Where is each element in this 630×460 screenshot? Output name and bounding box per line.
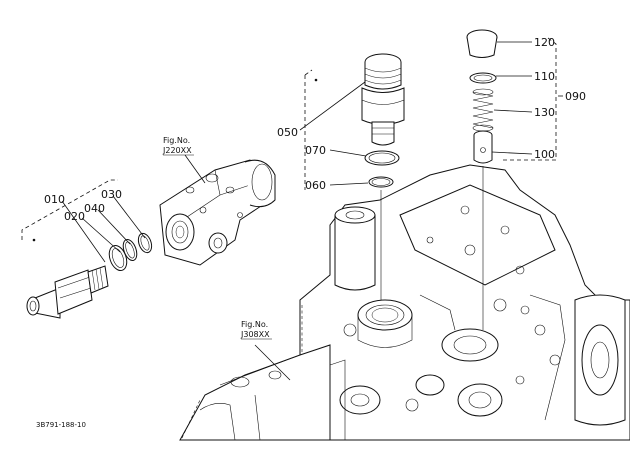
callout-030: 030 xyxy=(101,188,122,201)
valve-block xyxy=(159,159,276,266)
relief-valve-left xyxy=(21,179,153,319)
callout-070: 070 xyxy=(305,144,326,157)
callout-040: 040 xyxy=(84,202,105,215)
fig-ref-j308-line2: J308XX xyxy=(240,330,270,339)
relief-valve-right xyxy=(304,53,405,300)
callout-020: 020 xyxy=(64,210,85,223)
callout-120: 120 xyxy=(534,36,555,49)
fig-ref-j308-line1: Fig.No. xyxy=(241,320,268,329)
transmission-casting xyxy=(179,344,331,441)
fig-reference-j308: Fig.No. J308XX xyxy=(240,320,272,340)
leader-lines xyxy=(61,41,563,381)
fig-reference-j220: Fig.No. J220XX xyxy=(162,136,194,156)
check-valve-group xyxy=(466,29,557,330)
drawing-code: 3B791-188-10 xyxy=(36,421,86,429)
fig-ref-j220-line1: Fig.No. xyxy=(163,136,190,145)
callout-100: 100 xyxy=(534,148,555,161)
callout-060: 060 xyxy=(305,179,326,192)
callout-130: 130 xyxy=(534,106,555,119)
callout-090: 090 xyxy=(565,90,586,103)
fig-ref-j220-line2: J220XX xyxy=(162,146,192,155)
callout-010: 010 xyxy=(44,193,65,206)
callouts: 010 020 040 030 050 070 060 120 110 090 … xyxy=(44,36,586,223)
callout-050: 050 xyxy=(277,126,298,139)
hydraulic-housing xyxy=(299,164,630,441)
callout-110: 110 xyxy=(534,70,555,83)
